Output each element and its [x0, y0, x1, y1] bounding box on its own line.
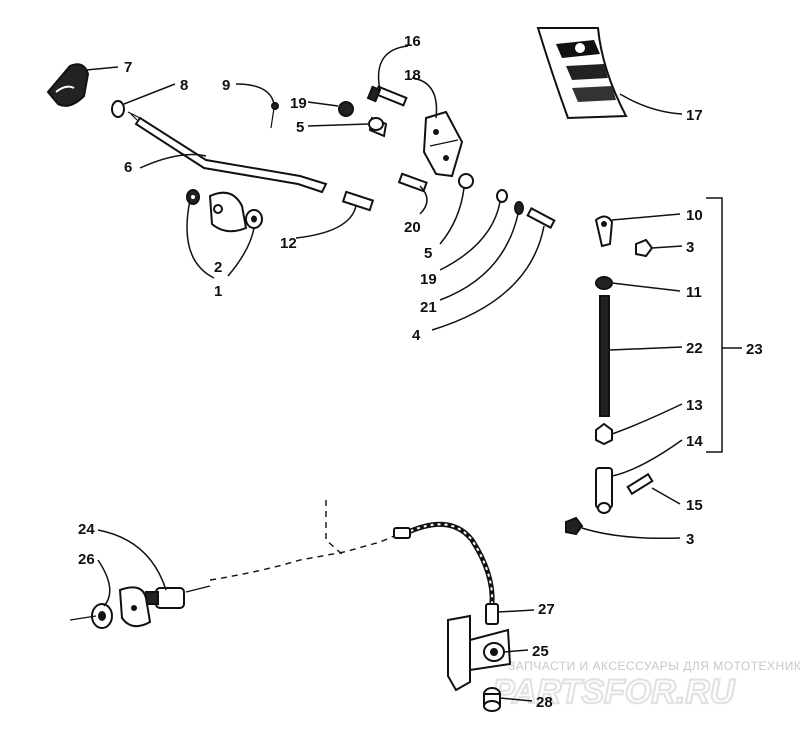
rod-end-14: [595, 467, 613, 514]
label-7: 7: [124, 59, 132, 76]
label-28: 28: [536, 694, 553, 711]
bolt-15: [626, 472, 654, 496]
washer-26: [91, 603, 113, 629]
callout-labels: 7 8 9 19 5 16 18 17 6 10 3 12 20 5 19 21…: [78, 33, 763, 711]
nut-19-upper: [338, 101, 354, 117]
label-27: 27: [538, 601, 555, 618]
shift-knob: [46, 63, 90, 107]
nut-13: [595, 422, 613, 446]
watermark-logo: PARTSFOR.RU: [492, 673, 736, 711]
label-19-lower: 19: [420, 271, 437, 288]
pin-20: [397, 172, 428, 193]
cable-routing: [209, 500, 405, 581]
group-bracket-23: [706, 197, 742, 453]
label-5-upper: 5: [296, 119, 304, 136]
pin-12: [341, 190, 375, 212]
leader-lines: [85, 45, 683, 702]
rod-end-10: [594, 215, 614, 248]
nut-11: [595, 276, 613, 290]
label-17: 17: [686, 107, 703, 124]
label-26: 26: [78, 551, 95, 568]
label-4: 4: [412, 327, 421, 344]
label-9: 9: [222, 77, 230, 94]
shift-bracket-18: [422, 110, 464, 178]
label-8: 8: [180, 77, 188, 94]
bushing-5-upper: [368, 116, 388, 138]
bolt-16: [366, 85, 408, 107]
label-12: 12: [280, 235, 297, 252]
decal-17: [536, 27, 628, 120]
label-3-upper: 3: [686, 239, 694, 256]
label-14: 14: [686, 433, 703, 450]
shift-cable: [393, 521, 495, 605]
plate-26-mount: [118, 586, 152, 628]
label-15: 15: [686, 497, 703, 514]
label-19-upper: 19: [290, 95, 307, 112]
label-13: 13: [686, 397, 703, 414]
axis-line-lower-left: [69, 615, 97, 621]
label-21: 21: [420, 299, 437, 316]
screw-9: [270, 102, 279, 129]
label-22: 22: [686, 340, 703, 357]
shift-lever: [127, 111, 328, 194]
label-10: 10: [686, 207, 703, 224]
nut-3-upper: [635, 238, 654, 258]
label-24: 24: [78, 521, 95, 538]
washer-8: [111, 100, 125, 118]
label-5-lower: 5: [424, 245, 432, 262]
label-3-lower: 3: [686, 531, 694, 548]
nut-3-lower: [565, 516, 584, 536]
cable-end-27: [485, 603, 499, 625]
label-25: 25: [532, 643, 549, 660]
switch-24: [145, 585, 211, 609]
washer-19-lower: [496, 189, 508, 203]
watermark-tagline: ЗАПЧАСТИ И АКСЕССУАРЫ ДЛЯ МОТОТЕХНИКИ: [508, 659, 800, 673]
bushing-5-lower: [458, 173, 474, 189]
label-23: 23: [746, 341, 763, 358]
lockwasher-21: [514, 201, 524, 215]
label-20: 20: [404, 219, 421, 236]
threaded-rod-22: [599, 295, 610, 417]
watermark: PARTSFOR.RU ЗАПЧАСТИ И АКСЕССУАРЫ ДЛЯ МО…: [491, 659, 800, 712]
label-1: 1: [214, 283, 222, 300]
label-11: 11: [686, 284, 702, 301]
bushing-28: [483, 687, 501, 712]
label-6: 6: [124, 159, 132, 176]
label-2: 2: [214, 259, 222, 276]
label-18: 18: [404, 67, 421, 84]
bracket-25: [447, 614, 512, 692]
label-16: 16: [404, 33, 421, 50]
bracket-assembly-1: [186, 189, 263, 233]
bolt-4: [526, 207, 556, 229]
